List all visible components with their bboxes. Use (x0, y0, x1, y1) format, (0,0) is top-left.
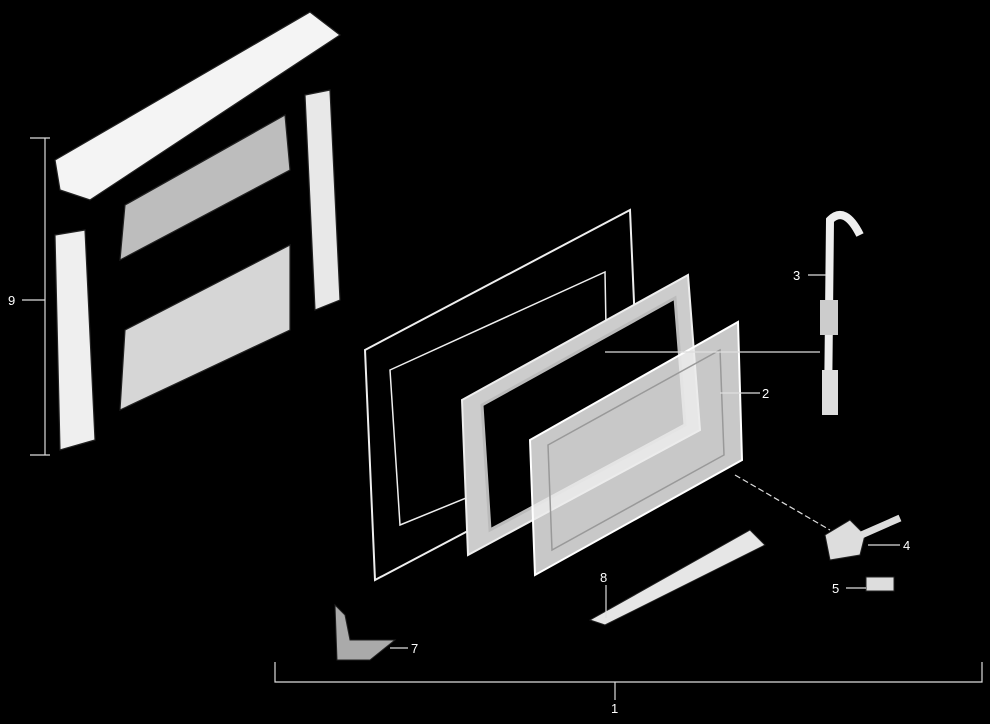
blind-side-rail-left (54, 229, 96, 451)
blind-side-rail-right (304, 89, 341, 311)
label-corner-bracket: 7 (411, 641, 418, 656)
corner-bracket (334, 603, 397, 661)
label-sill-strip: 8 (600, 570, 607, 585)
glass-inner-border (547, 348, 725, 552)
label-frame-assembly: 1 (611, 701, 618, 716)
catch (865, 576, 895, 592)
sill-strip (588, 529, 766, 626)
label-catch: 5 (832, 581, 839, 596)
label-blind-assembly: 9 (8, 293, 15, 308)
label-glass-pane: 2 (762, 386, 769, 401)
pleated-blind (119, 114, 291, 262)
label-stay-arm: 3 (793, 268, 800, 283)
blind-cassette-top (54, 11, 342, 201)
leader-line (734, 474, 831, 531)
blind-assembly (54, 11, 342, 451)
label-hinge: 4 (903, 538, 910, 553)
frame-assembly-bracket (274, 662, 983, 683)
glass-pane (528, 320, 744, 577)
hinge (824, 514, 902, 561)
roller-screen (119, 244, 291, 411)
stay-arm (820, 211, 864, 415)
